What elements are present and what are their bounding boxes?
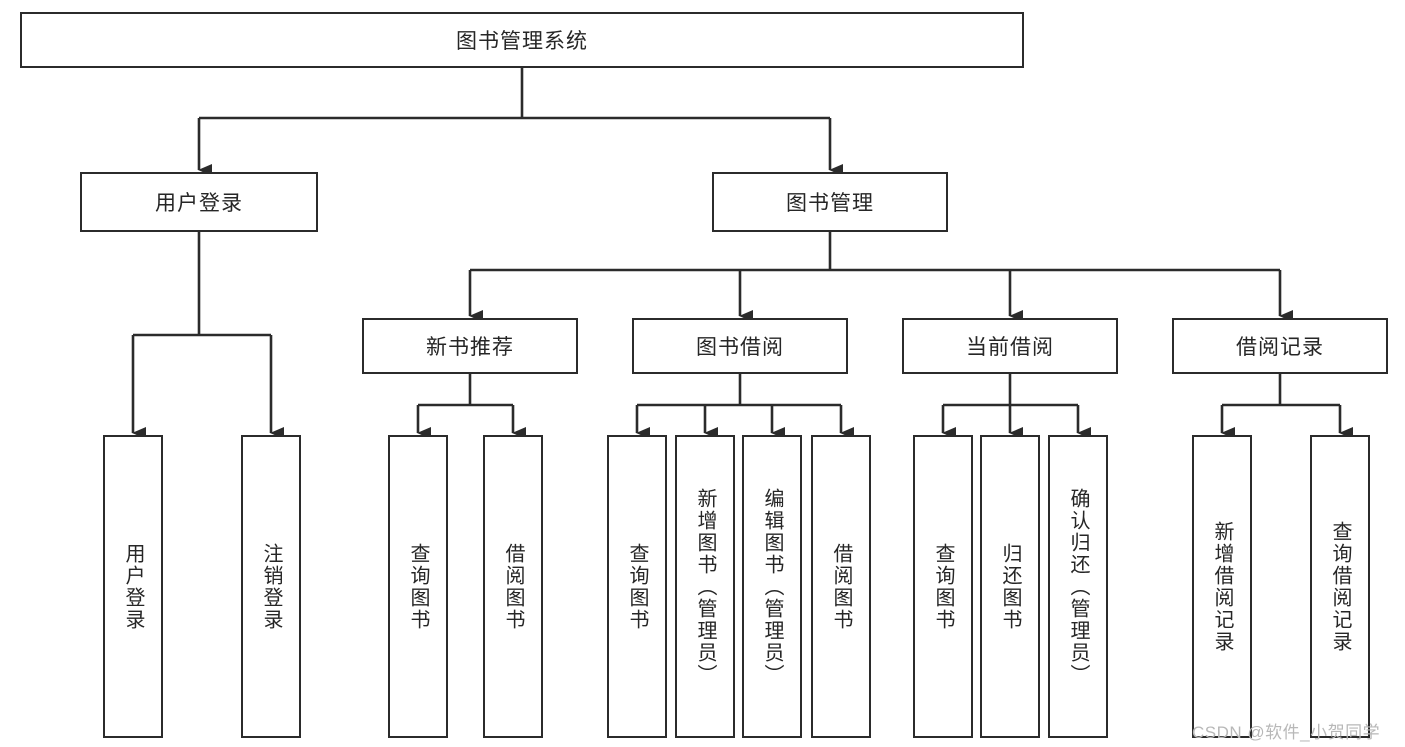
node-user-login[interactable]: 用户登录 — [80, 172, 318, 232]
leaf-user-logout[interactable]: 注销登录 — [241, 435, 301, 738]
node-book-management[interactable]: 图书管理 — [712, 172, 948, 232]
leaf-edit-book-admin-label: 编辑图书（管理员） — [761, 487, 783, 686]
node-book-borrow-label: 图书借阅 — [696, 336, 784, 359]
leaf-return-book-label: 归还图书 — [999, 542, 1021, 631]
node-root[interactable]: 图书管理系统 — [20, 12, 1024, 68]
node-current-borrow[interactable]: 当前借阅 — [902, 318, 1118, 374]
node-root-label: 图书管理系统 — [456, 30, 588, 53]
watermark-text: CSDN @软件_小贺同学 — [1192, 723, 1381, 742]
node-user-login-label: 用户登录 — [155, 192, 243, 215]
leaf-query-book-borrow[interactable]: 查询图书 — [607, 435, 667, 738]
leaf-query-borrow-record-label: 查询借阅记录 — [1329, 520, 1351, 653]
leaf-borrow-book[interactable]: 借阅图书 — [811, 435, 871, 738]
node-borrow-records[interactable]: 借阅记录 — [1172, 318, 1388, 374]
leaf-query-book-current[interactable]: 查询图书 — [913, 435, 973, 738]
leaf-query-book-recommend[interactable]: 查询图书 — [388, 435, 448, 738]
leaf-add-borrow-record[interactable]: 新增借阅记录 — [1192, 435, 1252, 738]
leaf-add-book-admin-label: 新增图书（管理员） — [694, 487, 716, 686]
leaf-add-book-admin[interactable]: 新增图书（管理员） — [675, 435, 735, 738]
leaf-confirm-return-admin[interactable]: 确认归还（管理员） — [1048, 435, 1108, 738]
leaf-borrow-book-label: 借阅图书 — [830, 542, 852, 631]
leaf-user-logout-label: 注销登录 — [260, 542, 282, 631]
leaf-edit-book-admin[interactable]: 编辑图书（管理员） — [742, 435, 802, 738]
leaf-borrow-book-recommend[interactable]: 借阅图书 — [483, 435, 543, 738]
node-book-management-label: 图书管理 — [786, 192, 874, 215]
leaf-query-book-current-label: 查询图书 — [932, 542, 954, 631]
leaf-return-book[interactable]: 归还图书 — [980, 435, 1040, 738]
leaf-confirm-return-admin-label: 确认归还（管理员） — [1067, 487, 1089, 686]
leaf-user-login-label: 用户登录 — [122, 542, 144, 631]
leaf-query-borrow-record[interactable]: 查询借阅记录 — [1310, 435, 1370, 738]
leaf-query-book-recommend-label: 查询图书 — [407, 542, 429, 631]
node-borrow-records-label: 借阅记录 — [1236, 336, 1324, 359]
node-new-book-recommend-label: 新书推荐 — [426, 336, 514, 359]
leaf-borrow-book-recommend-label: 借阅图书 — [502, 542, 524, 631]
node-new-book-recommend[interactable]: 新书推荐 — [362, 318, 578, 374]
node-book-borrow[interactable]: 图书借阅 — [632, 318, 848, 374]
leaf-query-book-borrow-label: 查询图书 — [626, 542, 648, 631]
leaf-add-borrow-record-label: 新增借阅记录 — [1211, 520, 1233, 653]
node-current-borrow-label: 当前借阅 — [966, 336, 1054, 359]
leaf-user-login[interactable]: 用户登录 — [103, 435, 163, 738]
